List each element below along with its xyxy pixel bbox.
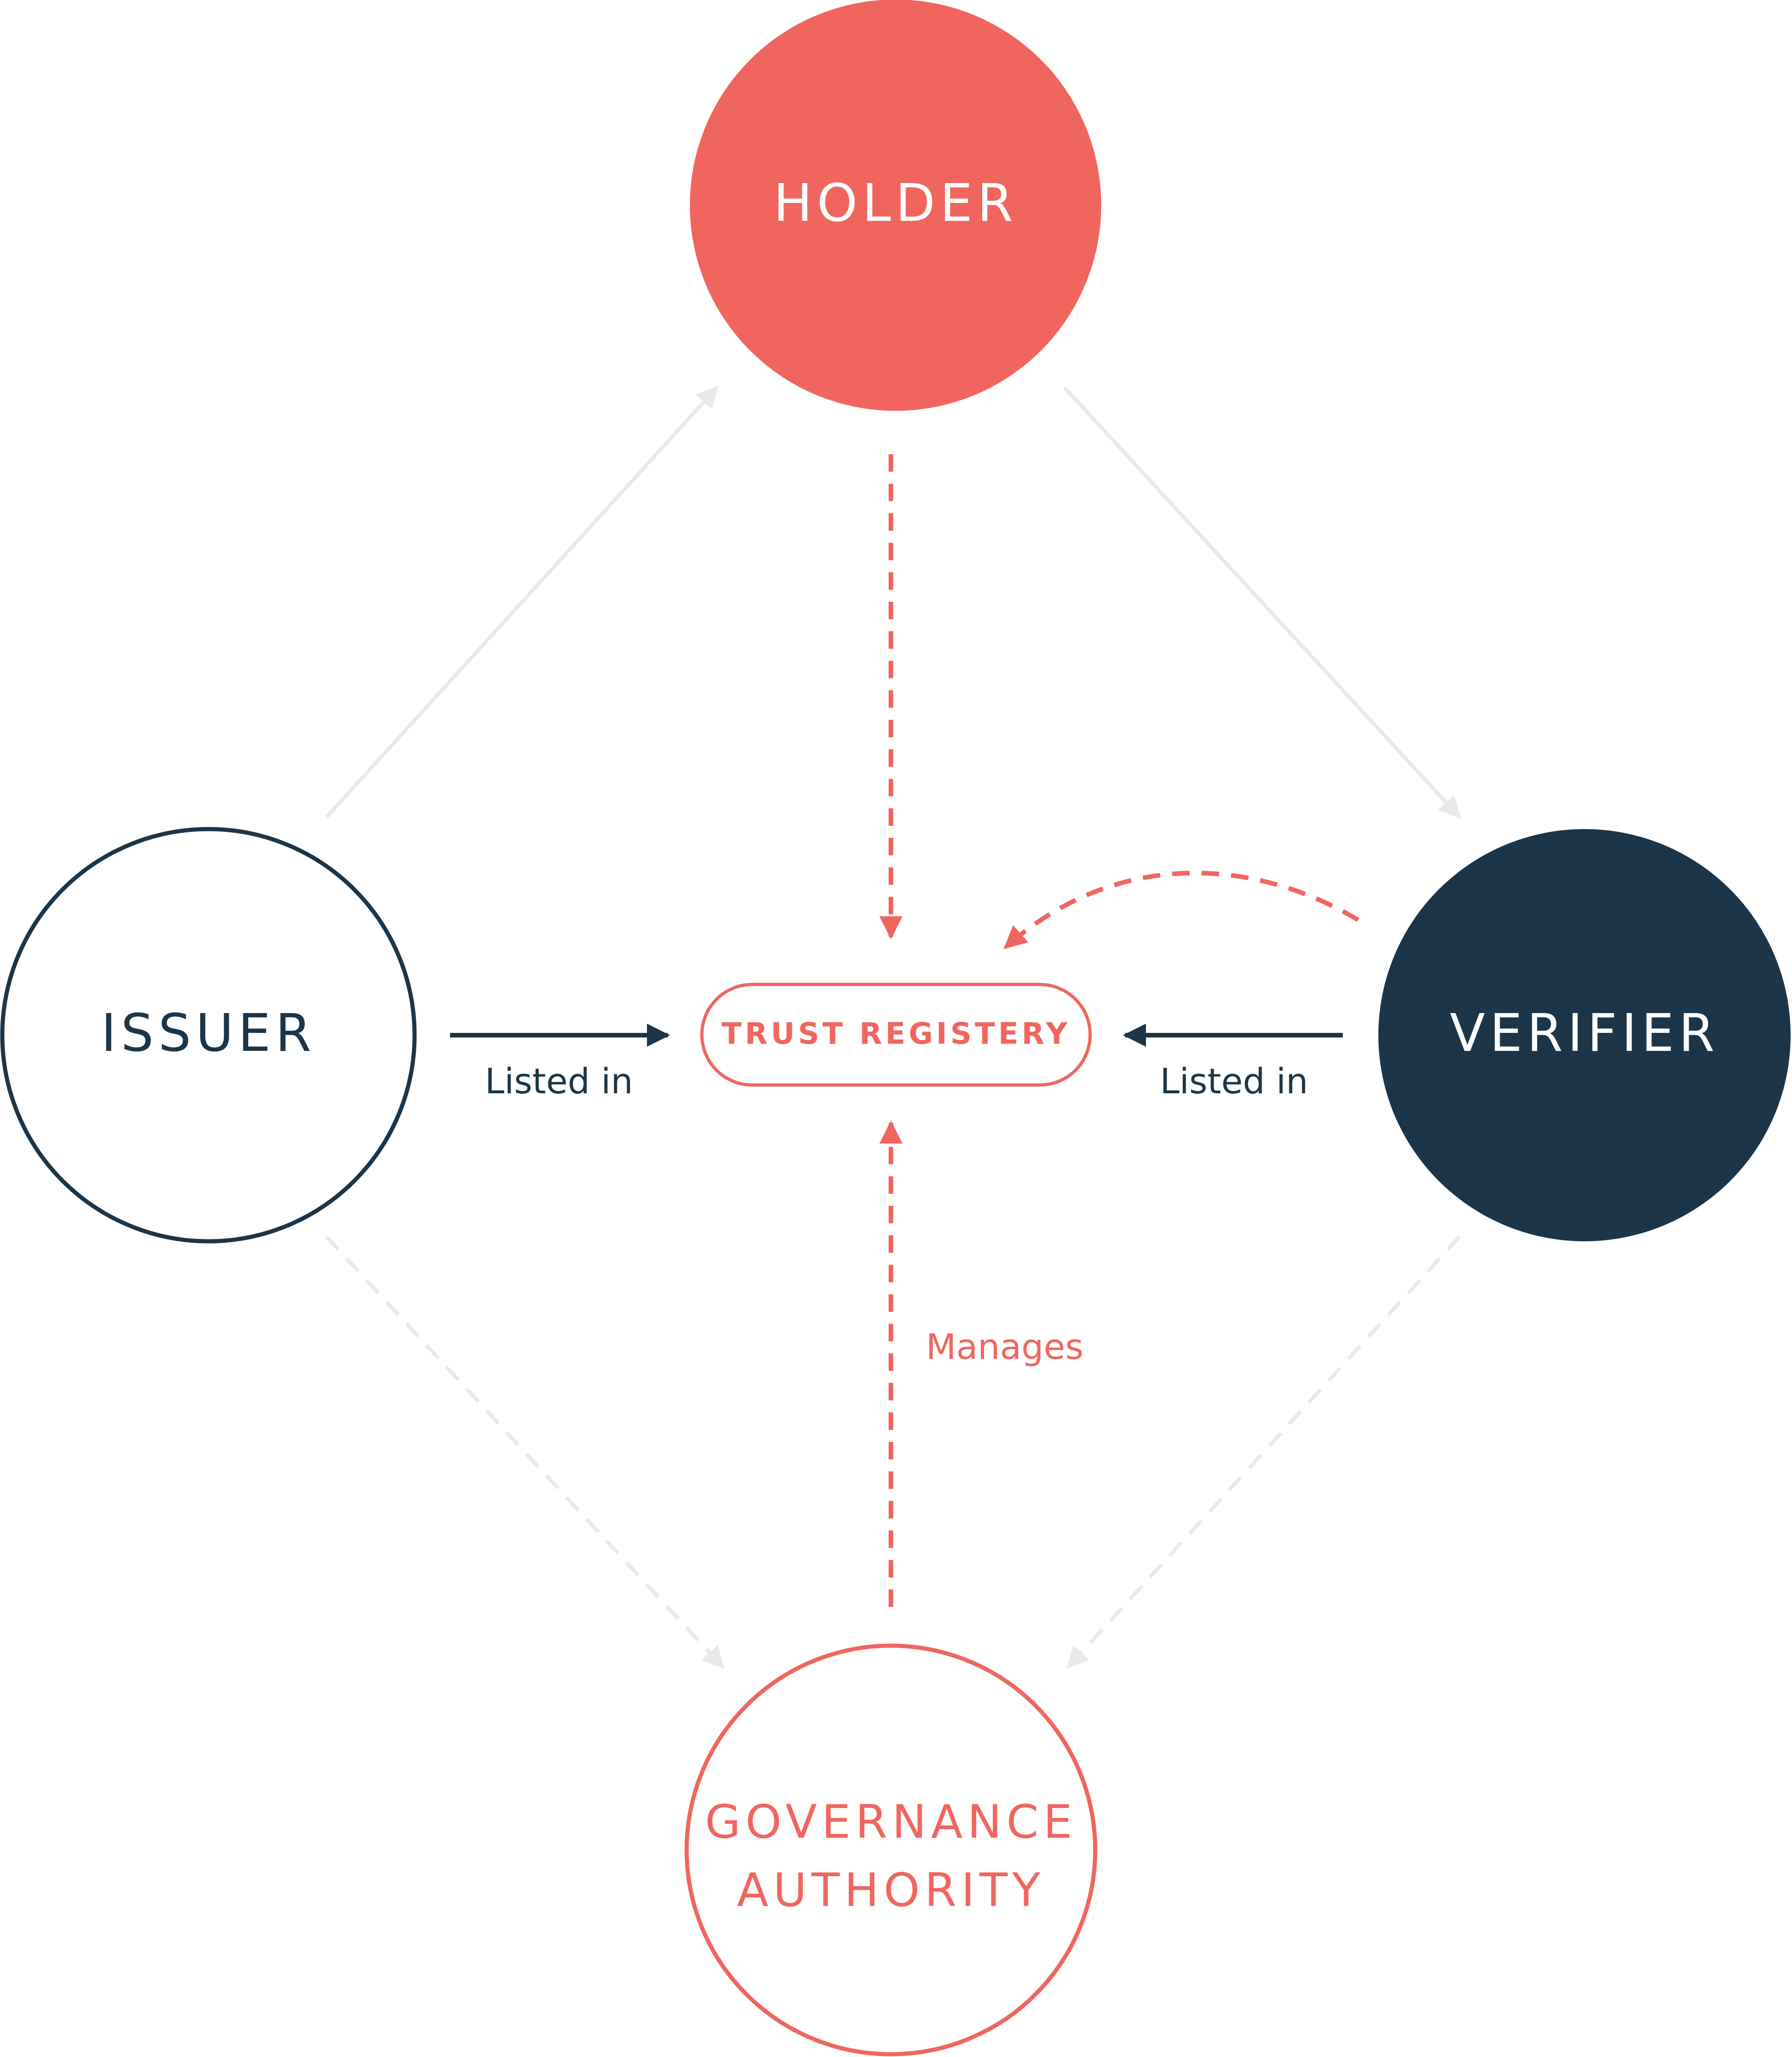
holder-node: HOLDER bbox=[690, 0, 1101, 411]
verifier-listed-in-label: Listed in bbox=[1160, 1061, 1308, 1102]
holder-to-verifier-arrow bbox=[1063, 386, 1461, 819]
verifier-to-governance-arrow bbox=[1066, 1235, 1461, 1669]
governance-authority-node: GOVERNANCE AUTHORITY bbox=[684, 1643, 1098, 2057]
verifier-label: VERIFIER bbox=[1450, 1003, 1719, 1063]
verifier-to-registry-curved-arrow bbox=[1003, 871, 1359, 949]
governance-label-line2: AUTHORITY bbox=[737, 1863, 1045, 1917]
holder-label: HOLDER bbox=[773, 173, 1018, 233]
issuer-label: ISSUER bbox=[101, 1003, 316, 1063]
issuer-to-holder-arrow bbox=[325, 385, 719, 818]
issuer-to-governance-arrow bbox=[325, 1235, 725, 1669]
issuer-node: ISSUER bbox=[0, 827, 417, 1244]
governance-manages-label: Manages bbox=[926, 1326, 1083, 1367]
governance-label-line1: GOVERNANCE bbox=[705, 1795, 1077, 1849]
trust-registry-node: TRUST REGISTERY bbox=[700, 983, 1092, 1087]
trust-registry-label: TRUST REGISTERY bbox=[722, 1017, 1071, 1051]
issuer-listed-in-label: Listed in bbox=[485, 1061, 633, 1102]
verifier-node: VERIFIER bbox=[1378, 829, 1791, 1241]
